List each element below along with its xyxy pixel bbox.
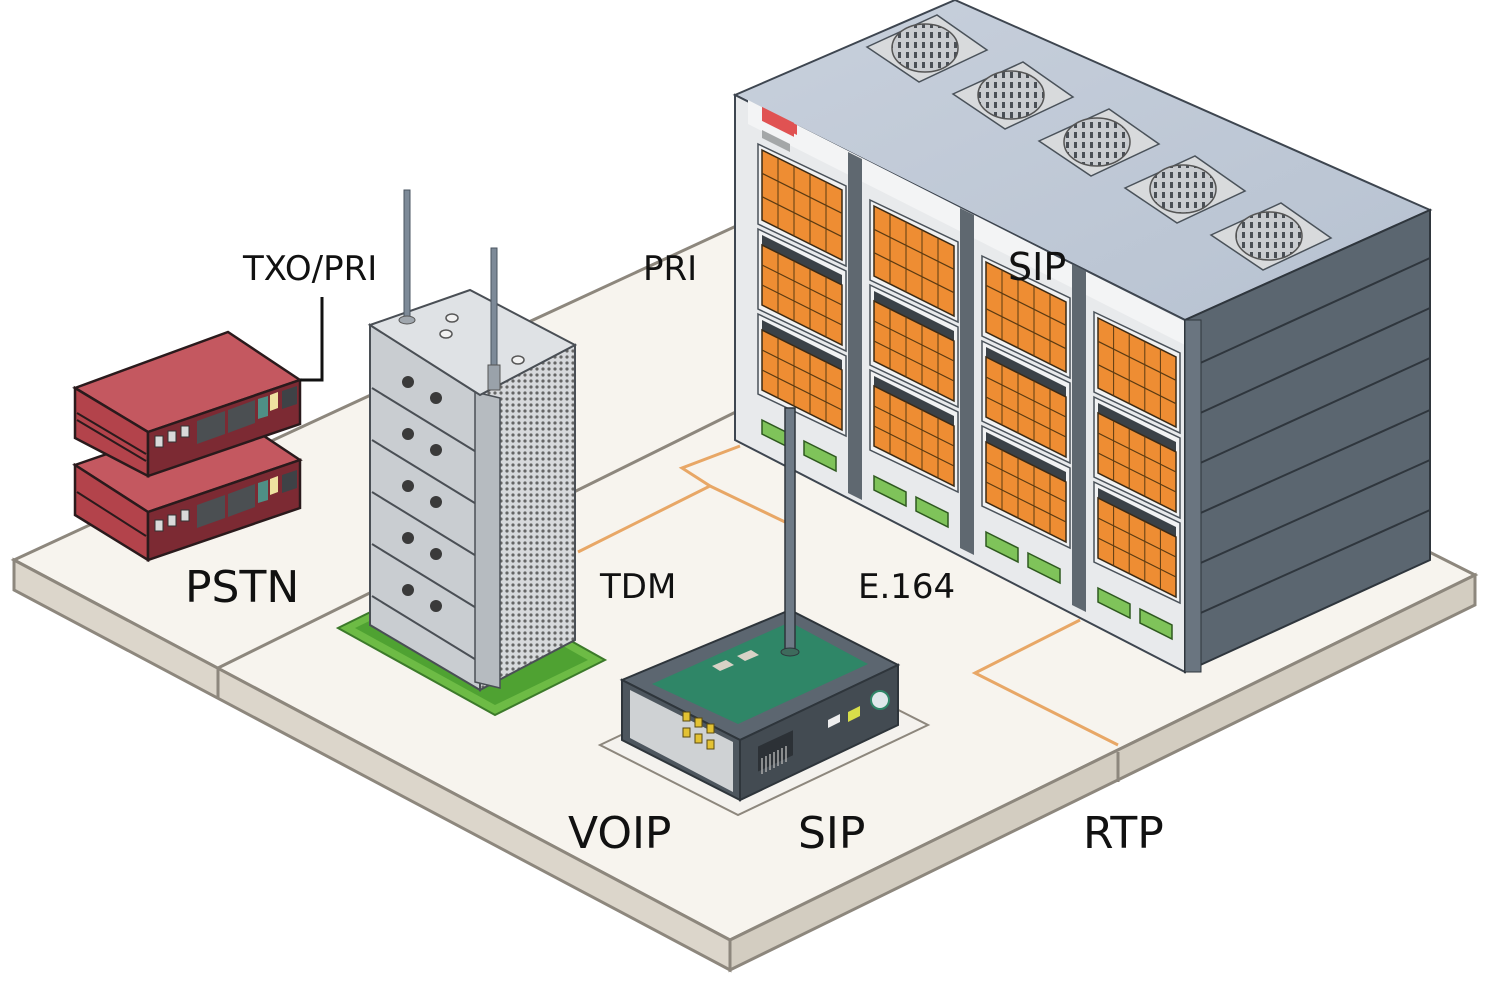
antenna-icon [487,247,501,391]
module-gridline [873,425,955,467]
module-gridline [985,396,1067,438]
pstn-switch-stack [72,330,303,563]
fan-icon [1149,164,1217,214]
module-gridline [873,405,955,447]
leader-line-txo-pri [300,297,324,382]
module-gridline [1097,432,1177,473]
pstn-switch-unit-upper [72,330,303,479]
drive-bay-buttons [402,376,442,612]
cable-tdm [577,444,786,554]
module-gridline [1097,364,1177,405]
label-pri: PRI [643,249,697,289]
module-header [986,432,1066,482]
label-rtp: RTP [1083,808,1164,859]
module-gridline [1097,452,1177,493]
module-header [1098,403,1176,452]
antenna-icon [398,189,416,325]
voip-gateway [597,407,931,817]
module-gridline [1097,340,1177,381]
label-tdm: TDM [599,567,676,607]
label-sip-top: SIP [1008,245,1066,289]
module-gridline [985,376,1067,418]
label-pstn: PSTN [185,562,299,613]
module-gridline [985,284,1067,326]
module-header [762,235,842,285]
module-gridline [761,284,843,326]
label-sip-bottom: SIP [798,808,865,859]
green-port [873,474,907,508]
green-port [803,439,837,473]
cable-rtp [971,618,1119,747]
module-gridline [985,461,1067,503]
fan-icon [977,70,1045,120]
label-voip: VOIP [568,808,671,859]
module-gridline [873,320,955,362]
fan-icon [1235,211,1303,261]
module-header [874,291,954,341]
green-port [1139,607,1173,641]
module-gridline [761,369,843,411]
module-gridline [873,252,955,294]
antenna-icon [780,407,800,657]
module-gridline [873,228,955,270]
module-gridline [873,340,955,382]
fan-icon [891,23,959,73]
fan-icon [1063,117,1131,167]
green-ports [761,418,1173,641]
label-e164: E.164 [858,567,955,607]
module-gridline [761,196,843,238]
module-gridline [1097,517,1177,558]
green-port [1097,586,1131,620]
orange-modules [757,142,1181,605]
module-header [874,376,954,426]
module-gridline [985,308,1067,350]
module-gridline [761,172,843,214]
module-gridline [761,264,843,306]
green-port [985,530,1019,564]
green-port [915,495,949,529]
module-header [986,347,1066,397]
green-port [1027,551,1061,585]
tower-server [335,189,608,717]
module-header [1098,488,1176,537]
label-txo-pri: TXO/PRI [242,249,377,289]
module-header [762,320,842,370]
module-gridline [985,481,1067,523]
sip-server-rack [732,0,1433,674]
module-gridline [1097,537,1177,578]
module-gridline [761,349,843,391]
fan-row [865,14,1333,271]
